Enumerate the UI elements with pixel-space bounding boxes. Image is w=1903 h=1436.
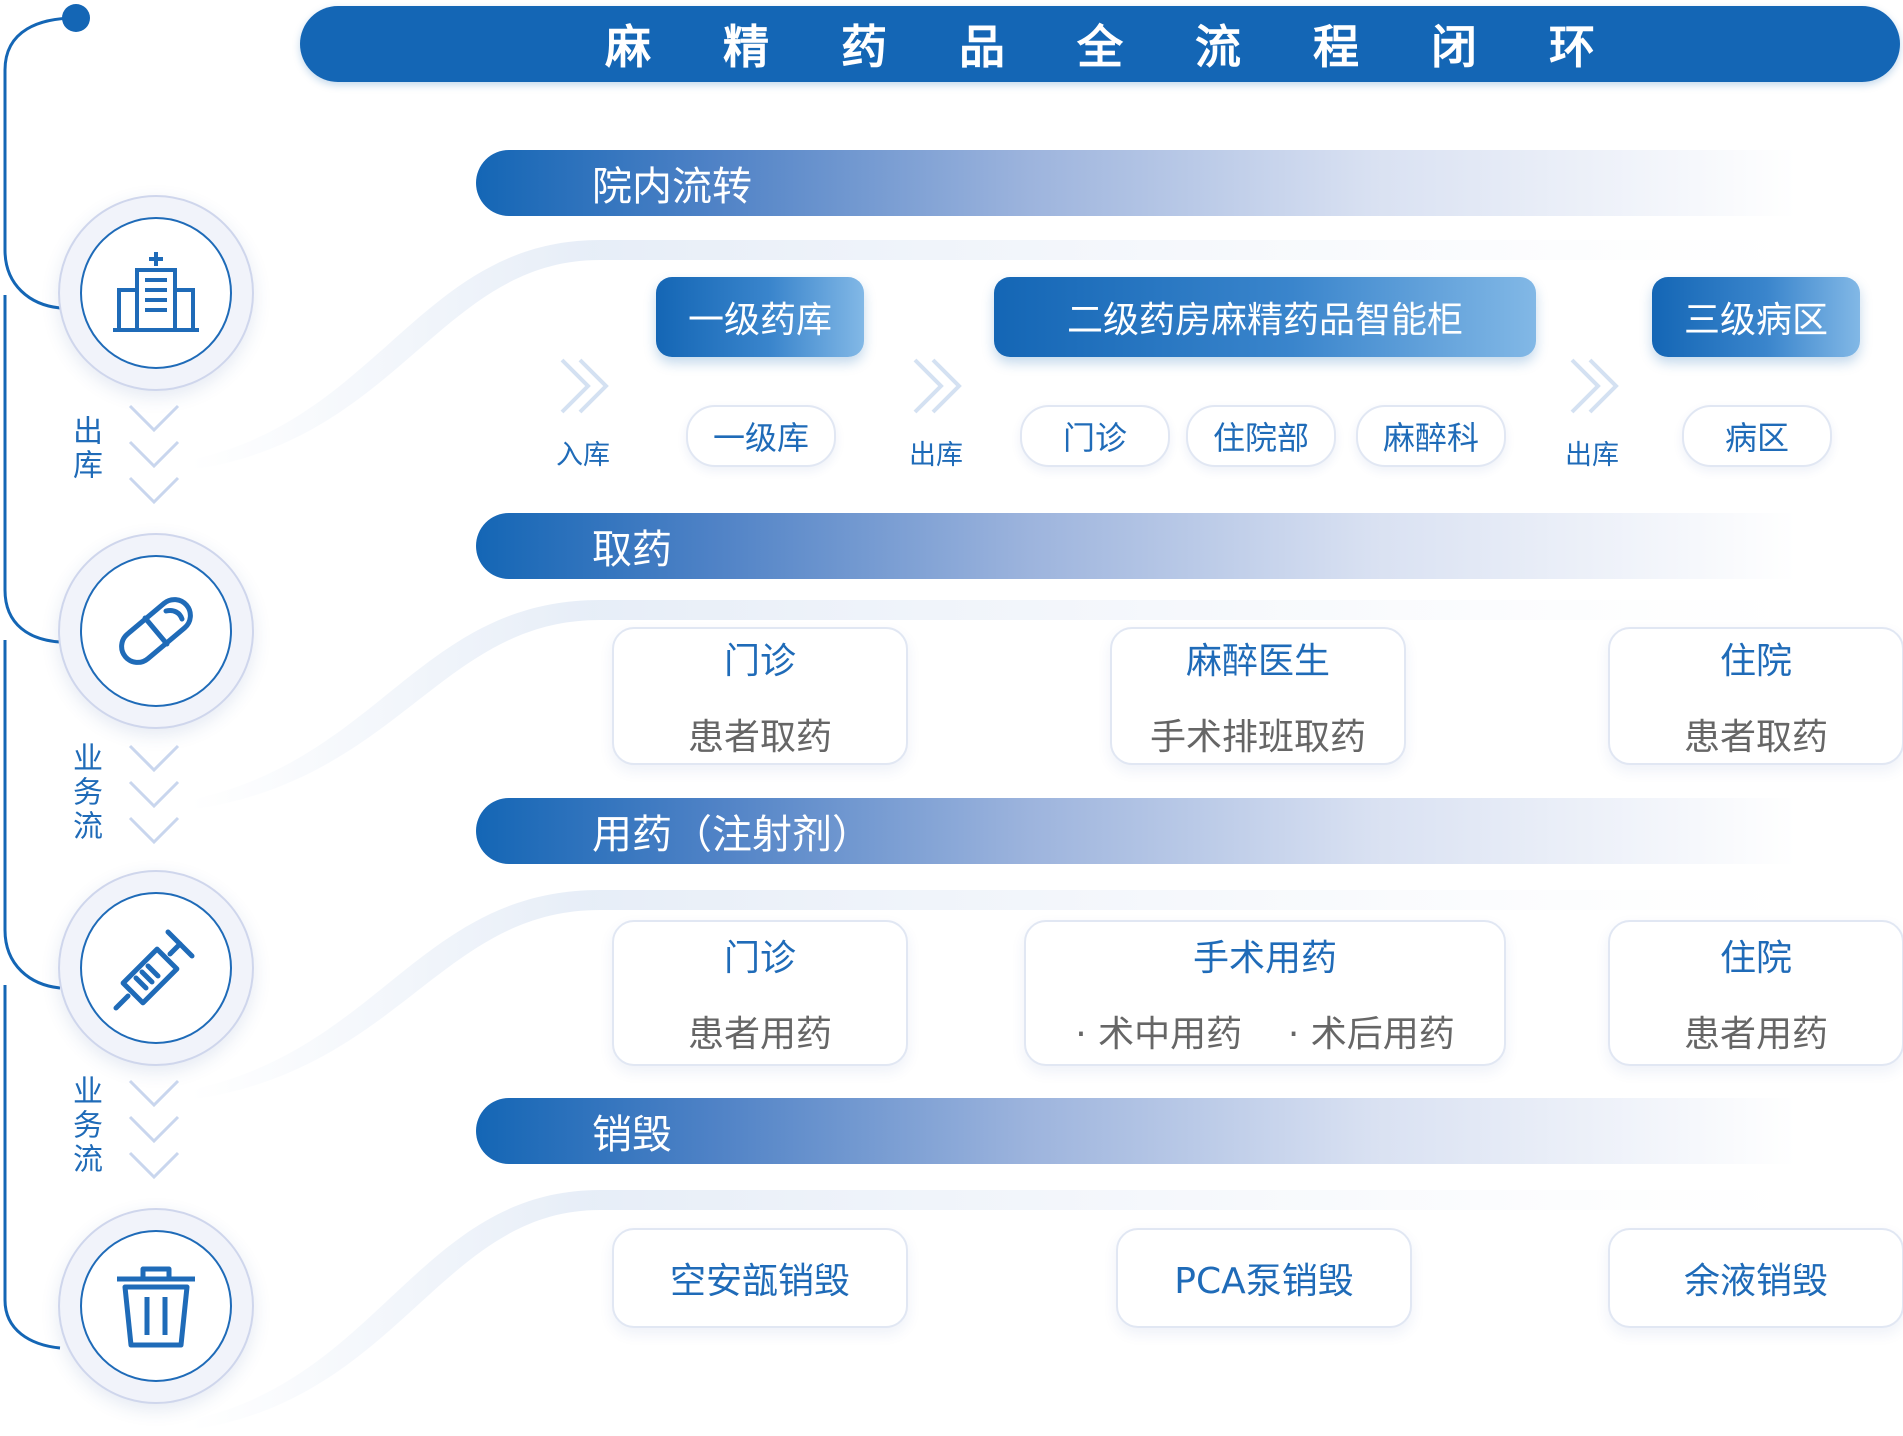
card-title: 余液销毁	[1683, 1261, 1828, 1302]
flow-arrow-icon	[913, 358, 962, 414]
card-pickup-outpatient: 门诊 患者取药	[612, 627, 908, 765]
flow-label-out: 出库	[909, 440, 963, 471]
section-title: 院内流转	[592, 164, 752, 210]
card-destroy-residual: 余液销毁	[1608, 1228, 1903, 1328]
card-title: 手术用药	[1192, 938, 1337, 979]
node-level1: 一级库	[686, 405, 836, 467]
section-header-destroy: 销毁	[476, 1098, 1796, 1164]
card-pickup-anesthetist: 麻醉医生 手术排班取药	[1110, 627, 1406, 765]
card-title: 麻醉医生	[1185, 641, 1330, 682]
section-header-usage: 用药（注射剂）	[476, 798, 1796, 864]
stage-level3-ward: 三级病区	[1652, 277, 1860, 357]
flow-label-in: 入库	[556, 440, 610, 471]
step-circle-destroy	[58, 1208, 254, 1404]
section-title: 销毁	[592, 1112, 672, 1158]
card-destroy-ampoule: 空安瓿销毁	[612, 1228, 908, 1328]
card-title: 空安瓿销毁	[669, 1261, 850, 1302]
node-outpatient: 门诊	[1020, 405, 1170, 467]
card-sub: 手术排班取药	[1149, 717, 1366, 758]
card-title: 住院	[1719, 641, 1792, 682]
flow-label-out: 出库	[1565, 440, 1619, 471]
trash-icon	[117, 1266, 195, 1348]
page-title: 麻 精 药 品 全 流 程 闭 环	[604, 20, 1624, 74]
hospital-icon	[113, 252, 199, 332]
step-circle-usage	[58, 870, 254, 1066]
timeline-label-1: 出库	[67, 415, 102, 483]
step-circle-transfer	[58, 195, 254, 391]
stage-level1-warehouse: 一级药库	[656, 277, 864, 357]
card-title: PCA泵销毁	[1174, 1261, 1354, 1302]
flow-arrow-icon	[560, 358, 609, 414]
card-title: 门诊	[723, 641, 796, 682]
card-usage-inpatient: 住院 患者用药	[1608, 920, 1903, 1066]
section-title: 取药	[592, 527, 672, 573]
section-title: 用药（注射剂）	[592, 812, 872, 858]
card-sub: 患者取药	[1683, 717, 1828, 758]
flow-arrow-icon	[1570, 358, 1619, 414]
card-destroy-pca: PCA泵销毁	[1116, 1228, 1412, 1328]
node-ward: 病区	[1682, 405, 1832, 467]
timeline-label-2: 业务流	[67, 742, 102, 844]
card-title: 住院	[1719, 938, 1792, 979]
down-chevrons-3	[128, 1079, 180, 1180]
down-chevrons-2	[128, 744, 180, 845]
timeline-connector	[3, 4, 90, 1350]
card-title: 门诊	[723, 938, 796, 979]
card-sub: · 术中用药 · 术后用药	[1075, 1014, 1455, 1055]
syringe-icon	[113, 929, 195, 1011]
card-usage-outpatient: 门诊 患者用药	[612, 920, 908, 1066]
section-header-transfer: 院内流转	[476, 150, 1796, 216]
card-sub: 患者用药	[687, 1014, 832, 1055]
card-pickup-inpatient: 住院 患者取药	[1608, 627, 1903, 765]
timeline-label-3: 业务流	[67, 1075, 102, 1177]
section-header-pickup: 取药	[476, 513, 1796, 579]
card-sub: 患者用药	[1683, 1014, 1828, 1055]
step-circle-pickup	[58, 533, 254, 729]
title-banner: 麻 精 药 品 全 流 程 闭 环	[300, 6, 1900, 82]
stage-level2-cabinet: 二级药房麻精药品智能柜	[994, 277, 1536, 357]
node-inpatient: 住院部	[1186, 405, 1336, 467]
down-chevrons-1	[128, 404, 180, 505]
node-anesthesia: 麻醉科	[1356, 405, 1506, 467]
pill-icon	[119, 597, 193, 665]
card-sub: 患者取药	[687, 717, 832, 758]
card-usage-surgery: 手术用药 · 术中用药 · 术后用药	[1024, 920, 1506, 1066]
